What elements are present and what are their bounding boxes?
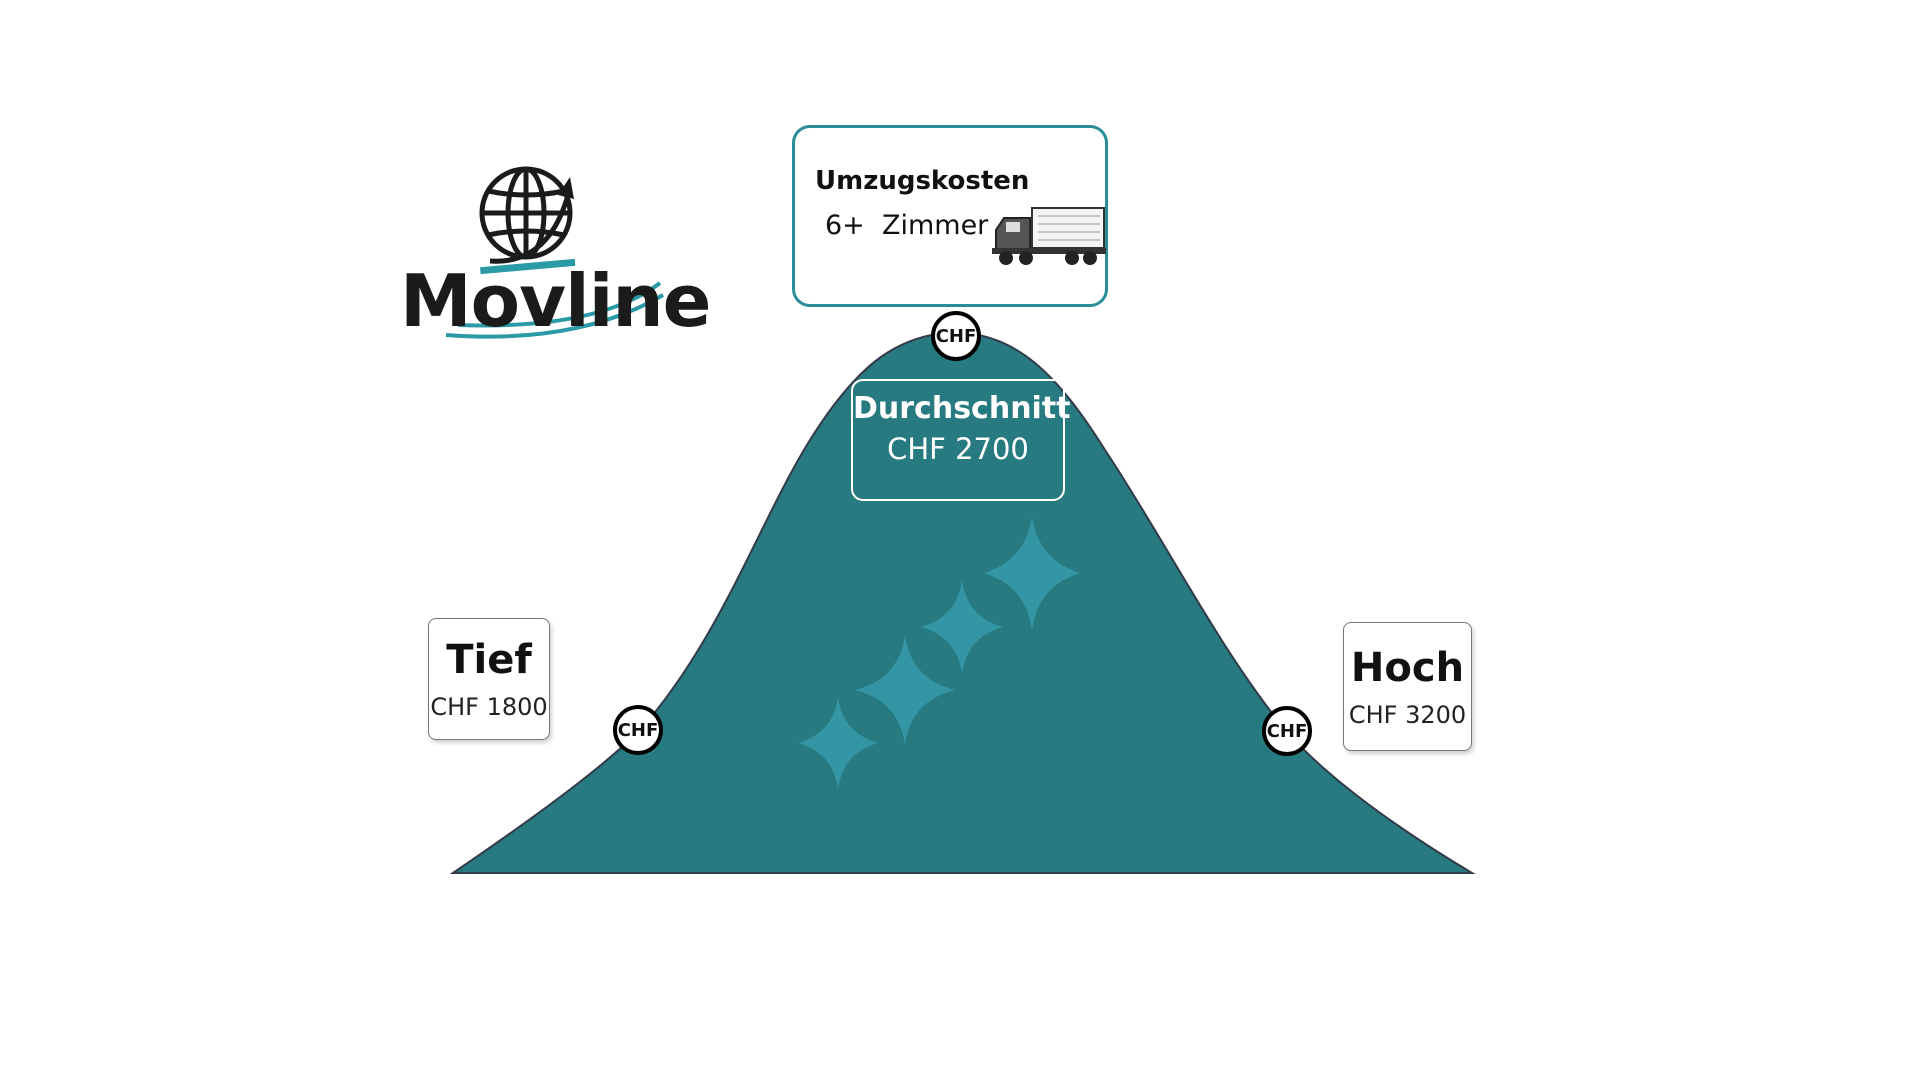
title-heading: Umzugskosten bbox=[815, 166, 1030, 196]
title-subheading: 6+ Zimmer bbox=[825, 210, 989, 241]
high-value: CHF 3200 bbox=[1348, 701, 1467, 729]
low-value: CHF 1800 bbox=[430, 693, 548, 721]
high-label: Hoch bbox=[1350, 645, 1465, 691]
low-label: Tief bbox=[446, 637, 532, 683]
title-card: Umzugskosten 6+ Zimmer bbox=[792, 125, 1108, 307]
sparkle-group bbox=[798, 516, 1080, 789]
average-label: Durchschnitt bbox=[853, 391, 1071, 426]
movline-logo: Movline bbox=[398, 165, 713, 345]
chf-marker-avg: CHF bbox=[931, 311, 981, 361]
average-value: CHF 2700 bbox=[887, 432, 1029, 466]
sparkle-icon bbox=[921, 580, 1003, 674]
sparkle-icon bbox=[984, 516, 1080, 630]
truck-icon bbox=[992, 207, 1106, 265]
chf-marker-high: CHF bbox=[1262, 706, 1312, 756]
chf-marker-low: CHF bbox=[613, 705, 663, 755]
globe-logo-icon bbox=[445, 166, 665, 339]
sparkle-icon bbox=[855, 635, 955, 745]
high-card: Hoch CHF 3200 bbox=[1343, 622, 1472, 751]
sparkle-icon bbox=[798, 697, 878, 789]
average-card: Durchschnitt CHF 2700 bbox=[851, 379, 1071, 501]
low-card: Tief CHF 1800 bbox=[428, 618, 550, 740]
logo-wordmark: Movline bbox=[400, 259, 711, 343]
